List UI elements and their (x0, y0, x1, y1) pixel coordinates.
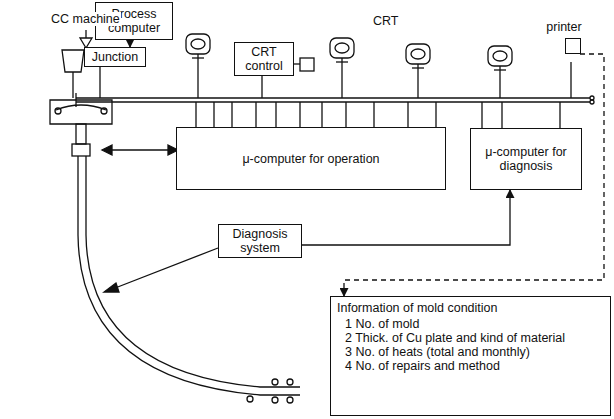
strand (86, 156, 300, 387)
roller (272, 379, 278, 385)
ladle (62, 50, 84, 72)
roller (287, 379, 293, 385)
control-arrow (104, 149, 176, 150)
data-bus (76, 101, 590, 102)
box-text: Diagnosis system (223, 227, 297, 255)
connector (129, 40, 130, 47)
roller (247, 396, 253, 402)
turret-post (76, 124, 86, 144)
printer-symbol (565, 38, 581, 54)
box-text: printer (546, 20, 581, 34)
info-box: Information of mold condition 1 No. of mo… (330, 296, 611, 416)
roller (272, 397, 278, 403)
list-item: 4 No. of repairs and method (337, 359, 500, 373)
arrowhead (104, 283, 119, 292)
list-item: 2 Thick. of Cu plate and kind of materia… (337, 331, 565, 345)
device-label: CRT (372, 14, 399, 28)
connector (302, 190, 510, 245)
pivot (101, 108, 107, 114)
system-box: Diagnosis system (218, 224, 302, 258)
box-text: CRT control (239, 45, 289, 73)
data-bus (76, 97, 590, 98)
box-heading: Information of mold condition (337, 301, 498, 315)
pivot (55, 108, 61, 114)
list-item: 1 No. of mold (337, 317, 419, 331)
mold (72, 144, 90, 156)
wire (294, 63, 300, 64)
box-text: μ-computer for operation (242, 152, 379, 166)
printer: printer (540, 20, 588, 62)
bus-drop (99, 66, 100, 98)
bus-terminal (590, 100, 594, 104)
computer-box: μ-computer for operation (176, 127, 446, 190)
tundish-arm (56, 105, 106, 110)
box-text: Junction (92, 50, 139, 64)
junction-box: Junction (84, 47, 146, 67)
crt-monitor (330, 38, 354, 62)
ladle-nozzle (72, 72, 73, 98)
strand (78, 156, 300, 395)
list-item: 3 No. of heats (total and monthly) (337, 345, 530, 359)
arrowhead (102, 145, 112, 155)
diagnosis-arrow (110, 248, 218, 290)
crt-monitor (406, 44, 430, 68)
crt-monitor (488, 46, 512, 70)
bus-end (75, 93, 76, 107)
crt-monitor (186, 34, 210, 58)
roller (287, 397, 293, 403)
crt-control-box: CRT control (234, 42, 294, 76)
machine-label: CC machine (50, 12, 121, 26)
box-text: μ-computer for diagnosis (475, 145, 577, 173)
computer-box: μ-computer for diagnosis (470, 128, 582, 190)
tundish (50, 100, 112, 124)
crt-control-unit (300, 58, 314, 71)
